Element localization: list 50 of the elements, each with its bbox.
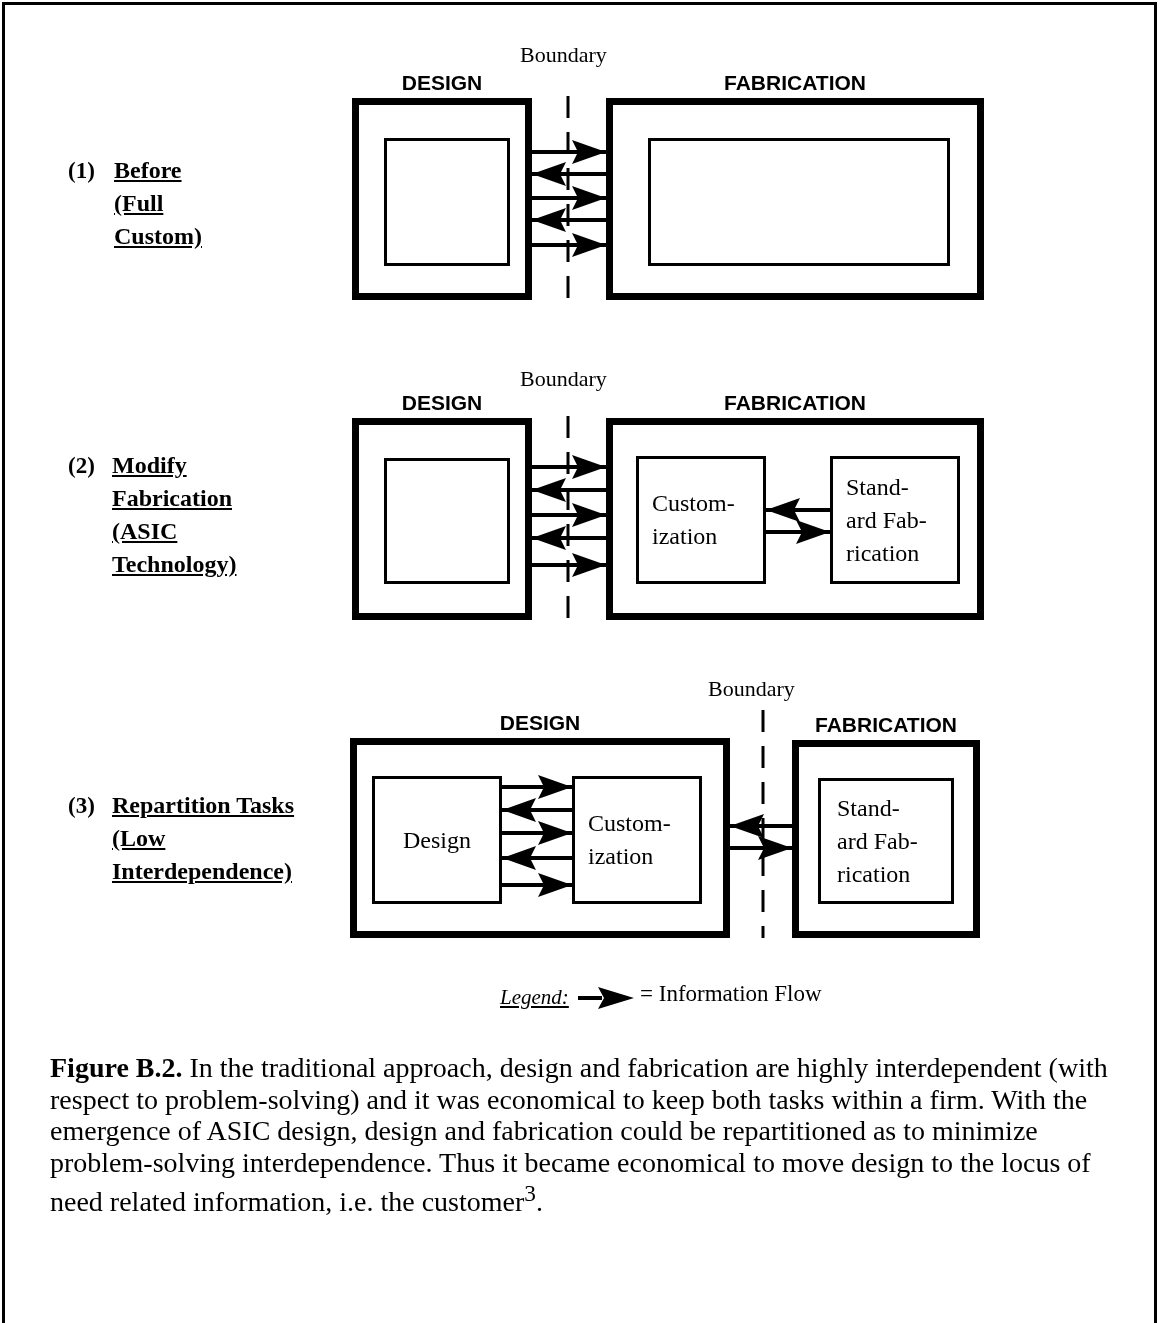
flow-arrow [532, 233, 606, 257]
step-number: (2) [68, 452, 95, 480]
flow-arrow [532, 503, 606, 527]
box-heading: DESIGN [400, 71, 484, 95]
box-text: Design [402, 825, 472, 855]
box-heading: DESIGN [498, 711, 582, 735]
flow-arrow [730, 836, 792, 860]
flow-arrow [532, 208, 606, 232]
step-number: (1) [68, 157, 95, 185]
step-number: (3) [68, 792, 95, 820]
legend-text: = Information Flow [640, 981, 822, 1007]
box-text: Custom- ization [588, 809, 672, 871]
flow-arrow [532, 455, 606, 479]
task-box [372, 776, 502, 904]
task-box [572, 776, 702, 904]
flow-arrow [532, 526, 606, 550]
task-box [830, 456, 960, 584]
box-text: Stand- ard Fab- rication [837, 793, 919, 889]
box-heading: FABRICATION [723, 391, 867, 415]
flow-arrow [532, 553, 606, 577]
flow-arrow [532, 186, 606, 210]
box-heading: FABRICATION [723, 71, 867, 95]
boundary-label: Boundary [708, 675, 795, 703]
flow-arrow [502, 798, 572, 822]
box-heading: DESIGN [400, 391, 484, 415]
boundary-label: Boundary [520, 41, 607, 69]
empty-box [384, 458, 510, 584]
legend-title: Legend: [500, 984, 569, 1011]
flow-arrow [730, 814, 792, 838]
flow-arrow [502, 873, 572, 897]
flow-arrow [766, 520, 830, 544]
boundary-label: Boundary [520, 365, 607, 393]
flow-arrow [532, 140, 606, 164]
task-box [818, 778, 954, 904]
empty-box [384, 138, 510, 266]
step-title: Repartition Tasks (Low Interdependence) [112, 791, 296, 886]
step-title: Modify Fabrication (ASIC Technology) [112, 451, 238, 579]
task-box [636, 456, 766, 584]
flow-arrow [502, 821, 572, 845]
flow-arrow [532, 478, 606, 502]
step-title: Before (Full Custom) [114, 156, 203, 251]
flow-arrow [532, 162, 606, 186]
box-text: Custom- ization [652, 489, 736, 551]
flow-arrow [502, 846, 572, 870]
flow-arrow [502, 775, 572, 799]
flow-arrow [766, 498, 830, 522]
box-heading: FABRICATION [814, 713, 958, 737]
empty-box [648, 138, 950, 266]
box-text: Stand- ard Fab- rication [846, 472, 928, 568]
figure-caption: Figure B.2. In the traditional approach, design and fabrication are highly interdependent (with respect to problem-solving) and it was economical to keep both tasks within a firm. With the emergence of ASIC design, design and fabrication could be repartitioned as to minimize problem-solving interdependence. Thus it became economical to move design to the locus of need related information, i.e. the customer$^{3}$. [50, 1052, 1109, 1218]
